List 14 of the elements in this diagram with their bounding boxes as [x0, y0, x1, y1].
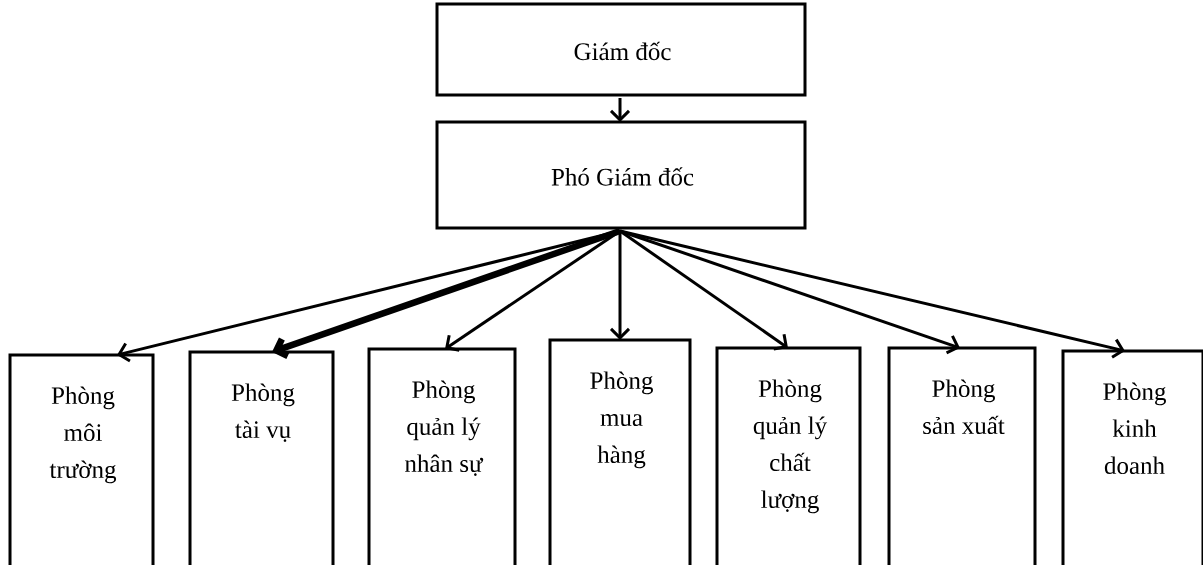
department-box: Phòng sản xuất — [887, 346, 1037, 565]
arrow — [609, 231, 631, 340]
department-box: Phòng quản lý nhân sự — [367, 347, 517, 565]
arrow — [272, 227, 622, 359]
department-box: Phòng quản lý chất lượng — [715, 346, 862, 565]
arrow — [609, 98, 631, 122]
position-box: Phó Giám đốc — [435, 120, 807, 230]
department-box: Phòng mua hàng — [548, 338, 692, 565]
department-box: Phòng kinh doanh — [1061, 349, 1203, 565]
position-box: Giám đốc — [435, 2, 807, 97]
arrow — [619, 229, 1125, 359]
department-box: Phòng môi trường — [8, 353, 155, 565]
arrow — [445, 229, 621, 352]
department-box: Phòng tài vụ — [188, 350, 335, 565]
